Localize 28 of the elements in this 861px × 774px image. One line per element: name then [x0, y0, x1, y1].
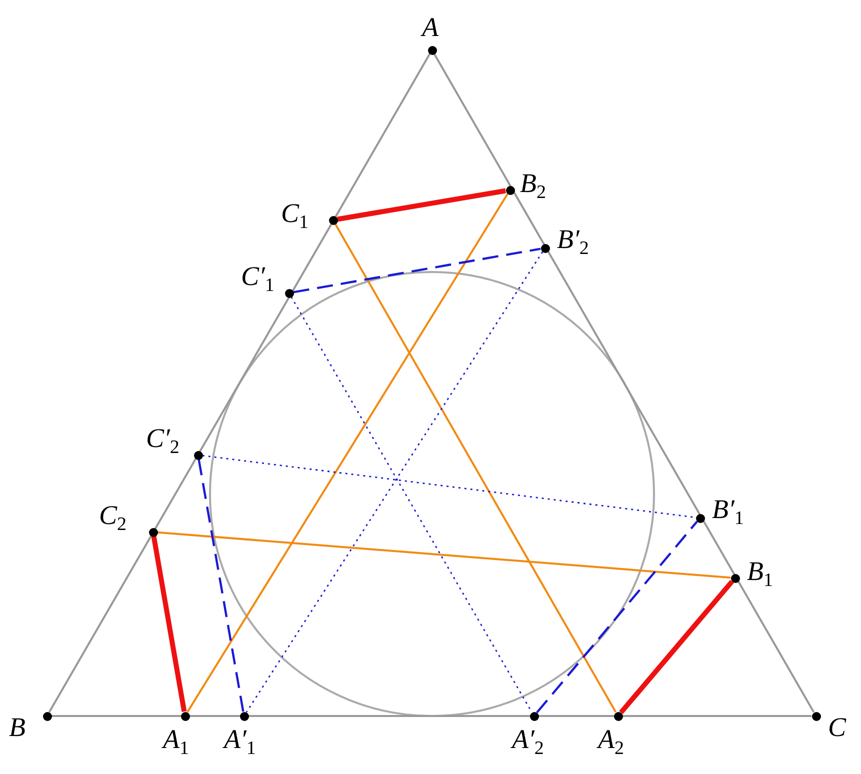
- line-segment: [151, 536, 187, 712]
- line-segment: [48, 53, 431, 713]
- point-label: C′$_{2}$: [146, 425, 180, 457]
- point-label: A$_{1}$: [163, 726, 189, 758]
- point-label: B′$_{2}$: [557, 226, 589, 258]
- point-label: A′$_{2}$: [512, 726, 544, 758]
- line-segment: [52, 715, 812, 717]
- point-label: B′$_{1}$: [712, 496, 744, 528]
- point-label: A: [422, 14, 438, 41]
- line-segment: [186, 193, 508, 713]
- line-segment: [433, 53, 815, 713]
- line-segment: [619, 580, 734, 714]
- line-segment: [157, 531, 731, 579]
- dashed-line: [198, 459, 244, 712]
- line-segment: [337, 188, 506, 222]
- point-label: B$_{1}$: [747, 558, 773, 590]
- point-label: C$_{2}$: [99, 502, 127, 534]
- point-label: B$_{2}$: [520, 170, 546, 202]
- dashed-line: [293, 248, 541, 294]
- point-label: C: [828, 714, 846, 741]
- point-label: C$_{1}$: [281, 200, 309, 232]
- point-label: A′$_{1}$: [224, 726, 256, 758]
- point-label: B: [9, 714, 26, 741]
- dashed-line: [536, 520, 698, 714]
- line-segment: [334, 223, 617, 713]
- point-label: C′$_{1}$: [241, 263, 274, 295]
- point-label: A$_{2}$: [598, 726, 624, 758]
- dotted-line: [246, 251, 544, 713]
